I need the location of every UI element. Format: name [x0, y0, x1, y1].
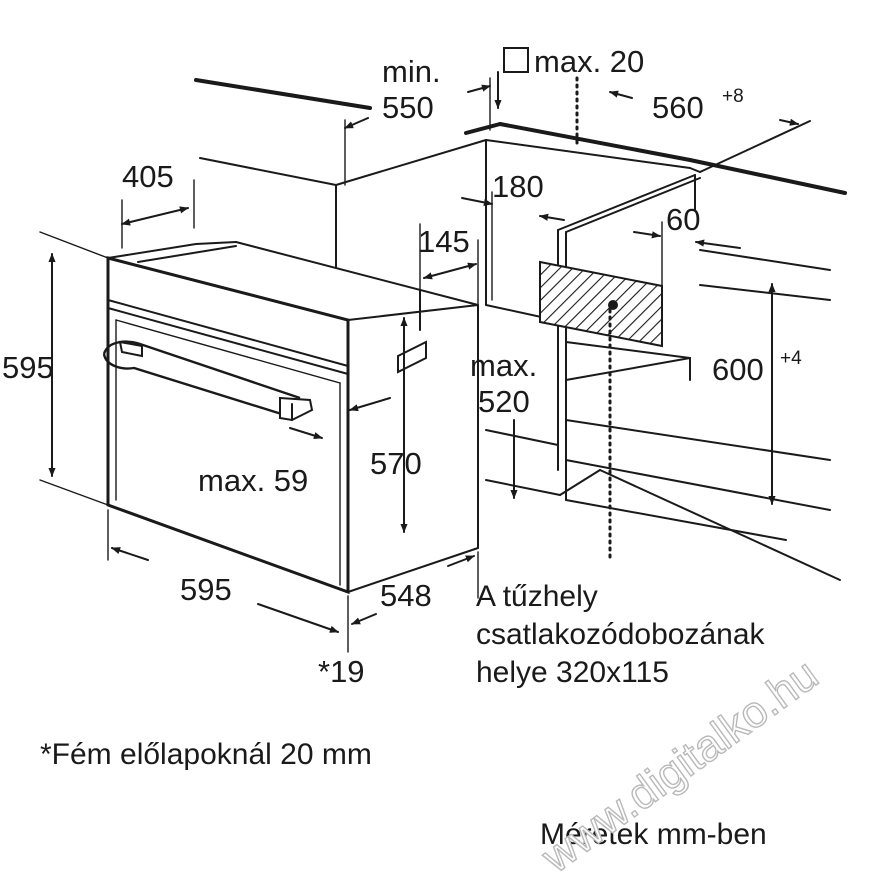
label-niche-width: 560 — [652, 90, 704, 125]
notes: A tűzhely csatlakozódobozának helye 320x… — [40, 580, 767, 851]
label-60: 60 — [666, 202, 700, 237]
socket-note-line3: helye 320x115 — [476, 656, 669, 689]
cabinet-niche — [199, 119, 841, 581]
label-180: 180 — [492, 169, 544, 204]
square-icon — [503, 47, 529, 73]
label-front-note: *19 — [318, 654, 365, 689]
center-lines — [575, 76, 612, 562]
dimension-labels: min. 550 max. 20 560 +8 405 180 145 60 5… — [2, 44, 802, 689]
label-niche-depth: 550 — [382, 90, 434, 125]
units-note: Méretek mm-ben — [540, 818, 767, 851]
socket-note-line2: csatlakozódobozának — [476, 618, 766, 651]
label-niche-height: 600 — [712, 352, 764, 387]
label-min: min. — [382, 54, 441, 89]
dimension-lines — [39, 71, 799, 653]
metal-front-note: *Fém előlapoknál 20 mm — [40, 738, 372, 771]
label-max520-value: 520 — [478, 384, 530, 419]
socket-area — [539, 260, 663, 348]
worktop — [194, 78, 847, 195]
label-oven-width: 595 — [180, 572, 232, 607]
label-oven-depth: 405 — [122, 159, 174, 194]
label-oven-height: 595 — [2, 350, 54, 385]
socket-note-line1: A tűzhely — [476, 580, 598, 613]
label-max520-prefix: max. — [470, 348, 537, 383]
label-niche-height-tol: +4 — [780, 348, 802, 369]
socket-dot — [608, 300, 618, 310]
label-oven-body-depth: 548 — [380, 578, 432, 613]
label-max20: max. 20 — [534, 44, 644, 79]
label-145: 145 — [418, 224, 470, 259]
oven — [102, 241, 479, 595]
label-max59: max. 59 — [198, 463, 308, 498]
label-oven-body-height: 570 — [370, 446, 422, 481]
label-niche-width-tol: +8 — [722, 86, 744, 107]
